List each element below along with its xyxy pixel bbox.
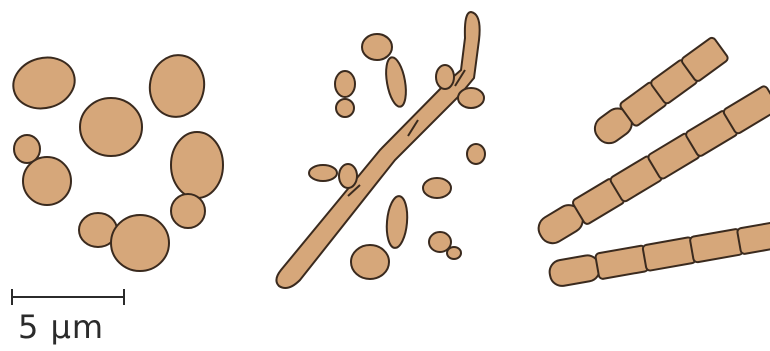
pseudohyphae-panel (276, 12, 485, 288)
bud-cell (335, 71, 355, 97)
hypha-segment (737, 222, 770, 255)
bud-cell (351, 245, 389, 279)
bud-cell (336, 99, 354, 117)
yeast-cell (8, 51, 81, 115)
yeast-cell (111, 215, 169, 271)
hypha-segment (595, 245, 649, 279)
hypha-segment (690, 229, 744, 263)
bud-cell (458, 88, 484, 108)
hypha-segment (548, 254, 602, 288)
yeast-cell (171, 132, 223, 198)
bud-cell (447, 247, 461, 259)
bud-cell (423, 178, 451, 198)
yeast-cell (171, 194, 205, 228)
bud-cell (383, 56, 409, 108)
bud-cell (309, 165, 337, 181)
bud-cell (339, 164, 357, 188)
yeast-cell (23, 157, 71, 205)
hypha-segment (642, 237, 696, 271)
bud-cell (467, 144, 485, 164)
bud-cell (362, 34, 392, 60)
scale-bar-label: 5 µm (18, 308, 104, 346)
bud-cell (385, 195, 409, 249)
yeast-cells-panel (8, 51, 223, 271)
hyphae-panel (534, 36, 770, 287)
hypha-chain (548, 222, 770, 288)
bud-cell (436, 65, 454, 89)
yeast-cell (80, 98, 142, 156)
scale-bar (12, 289, 124, 305)
yeast-cell (145, 51, 209, 121)
